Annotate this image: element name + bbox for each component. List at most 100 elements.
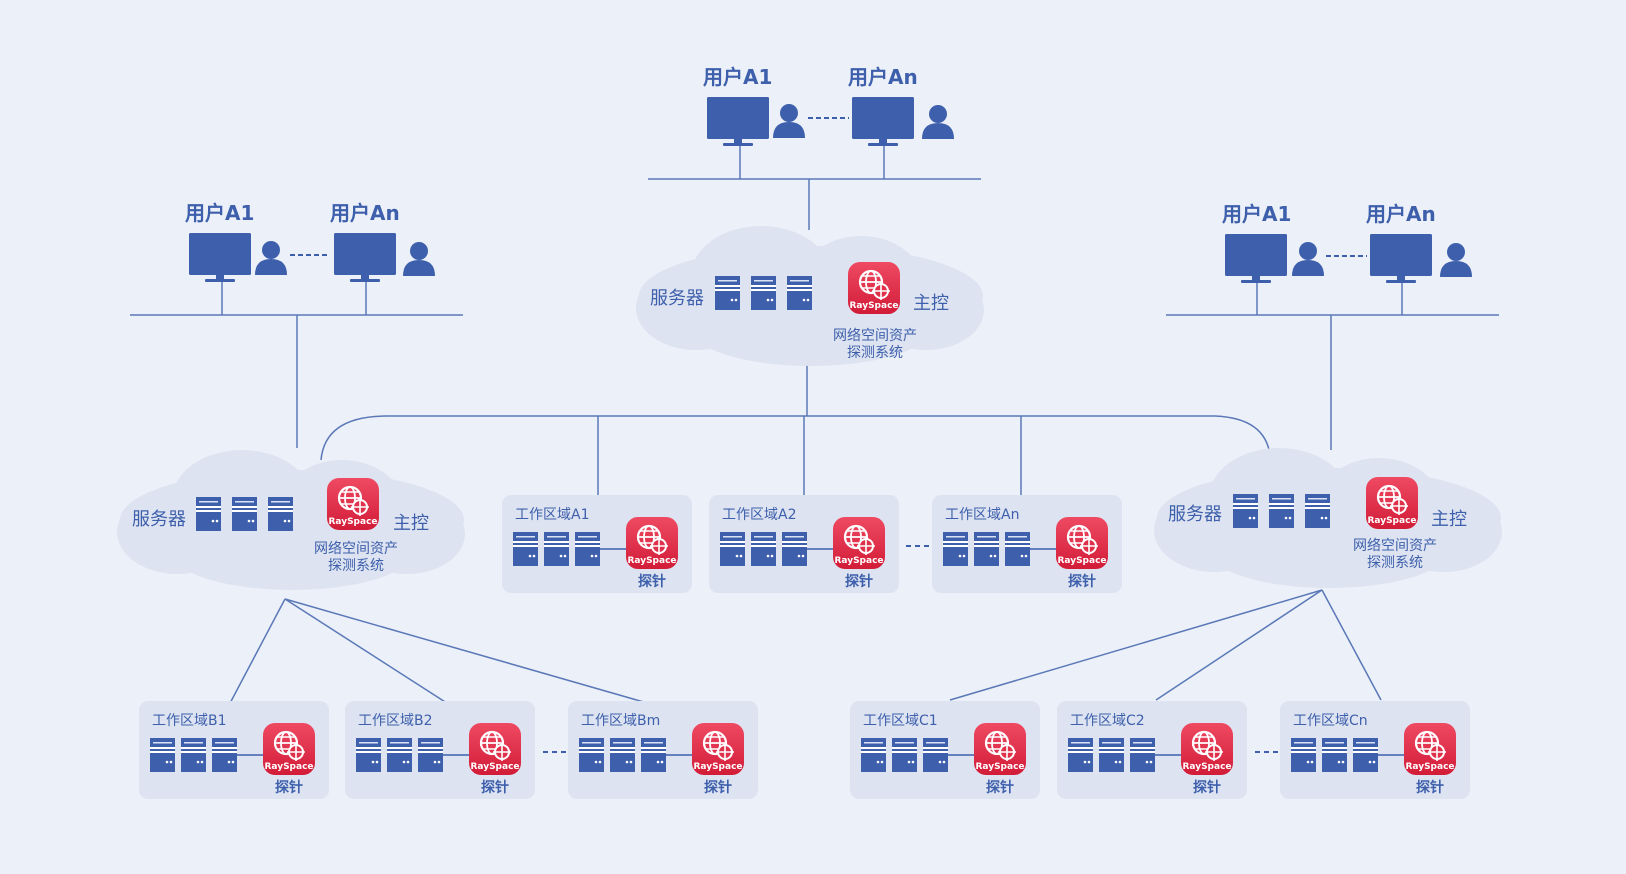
person-icon [403,242,435,276]
server-icon [544,532,569,566]
server-icon [356,738,381,772]
probe-label: 探针 [845,573,873,590]
monitor-icon [852,97,914,146]
server-icon [787,276,812,310]
server-icon [861,738,886,772]
person-icon [1292,242,1324,276]
server-icon [579,738,604,772]
rayspace-logo-text: RaySpace [328,517,377,527]
master-label: 主控 [393,513,429,534]
server-icon [1353,738,1378,772]
server-icon [575,532,600,566]
user-label-first: 用户A1 [703,65,772,89]
server-icon [1322,738,1347,772]
person-icon [773,104,805,138]
servers-label: 服务器 [650,288,704,309]
person-icon [255,241,287,275]
zone-title: 工作区域Cn [1293,713,1368,729]
rayspace-logo-text: RaySpace [849,301,898,311]
server-icon [513,532,538,566]
monitor-icon [334,233,396,282]
server-icon [1291,738,1316,772]
server-icon [892,738,917,772]
rayspace-logo-text: RaySpace [1182,762,1231,772]
server-icon [923,738,948,772]
user-label-last: 用户An [1366,202,1436,226]
person-icon [922,105,954,139]
server-icon [1130,738,1155,772]
server-icon [1099,738,1124,772]
server-icon [387,738,412,772]
user-label-last: 用户An [330,201,400,225]
probe-label: 探针 [481,779,509,796]
server-icon [1305,494,1330,528]
user-group-left: 用户A1 用户An [185,201,435,282]
cloud-left: 服务器 RaySpace 主控 网络空间资产 探测系统 [117,450,465,590]
server-icon [720,532,745,566]
server-icon [610,738,635,772]
system-name-line2: 探测系统 [847,345,903,361]
zone-title: 工作区域B1 [152,713,227,729]
rayspace-logo-text: RaySpace [834,556,883,566]
system-name-line2: 探测系统 [1367,555,1423,571]
rayspace-logo-text: RaySpace [693,762,742,772]
server-icon [715,276,740,310]
server-icon [1005,532,1030,566]
server-icon [150,738,175,772]
monitor-icon [189,233,251,282]
rayspace-logo-text: RaySpace [1405,762,1454,772]
server-icon [268,497,293,531]
server-icon [751,532,776,566]
rayspace-logo-text: RaySpace [975,762,1024,772]
master-label: 主控 [1431,509,1467,530]
probe-label: 探针 [275,779,303,796]
servers-label: 服务器 [1168,504,1222,525]
cloud-right: 服务器 RaySpace 主控 网络空间资产 探测系统 [1154,448,1502,588]
zone-title: 工作区域C2 [1070,713,1145,729]
server-icon [196,497,221,531]
zone-separators [543,545,1279,753]
zone-title: 工作区域An [945,507,1019,523]
connector-lines [130,145,1499,708]
person-icon [1440,243,1472,277]
servers-label: 服务器 [132,509,186,530]
probe-label: 探针 [1416,779,1444,796]
server-icon [1269,494,1294,528]
server-icon [418,738,443,772]
user-group-right: 用户A1 用户An [1222,202,1472,283]
server-icon [1233,494,1258,528]
server-icon [181,738,206,772]
cloud-center: 服务器 RaySpace 主控 网络空间资产 探测系统 [636,226,984,366]
zone-title: 工作区域Bm [581,713,660,729]
server-icon [943,532,968,566]
system-name-line1: 网络空间资产 [1353,538,1437,554]
rayspace-logo-text: RaySpace [264,762,313,772]
zone-title: 工作区域A1 [515,507,589,523]
server-icon [751,276,776,310]
rayspace-logo-text: RaySpace [1367,516,1416,526]
rayspace-logo-text: RaySpace [627,556,676,566]
system-name-line1: 网络空间资产 [314,541,398,557]
user-group-top: 用户A1 用户An [703,65,954,146]
work-zones: 工作区域A1RaySpace探针工作区域A2RaySpace探针工作区域AnRa… [139,495,1470,799]
user-label-first: 用户A1 [185,201,254,225]
user-label-last: 用户An [848,65,918,89]
rayspace-logo-text: RaySpace [470,762,519,772]
user-label-first: 用户A1 [1222,202,1291,226]
server-icon [782,532,807,566]
monitor-icon [1370,234,1432,283]
server-icon [641,738,666,772]
probe-label: 探针 [638,573,666,590]
probe-label: 探针 [1068,573,1096,590]
system-name-line1: 网络空间资产 [833,328,917,344]
system-name-line2: 探测系统 [328,558,384,574]
monitor-icon [1225,234,1287,283]
zone-title: 工作区域C1 [863,713,938,729]
